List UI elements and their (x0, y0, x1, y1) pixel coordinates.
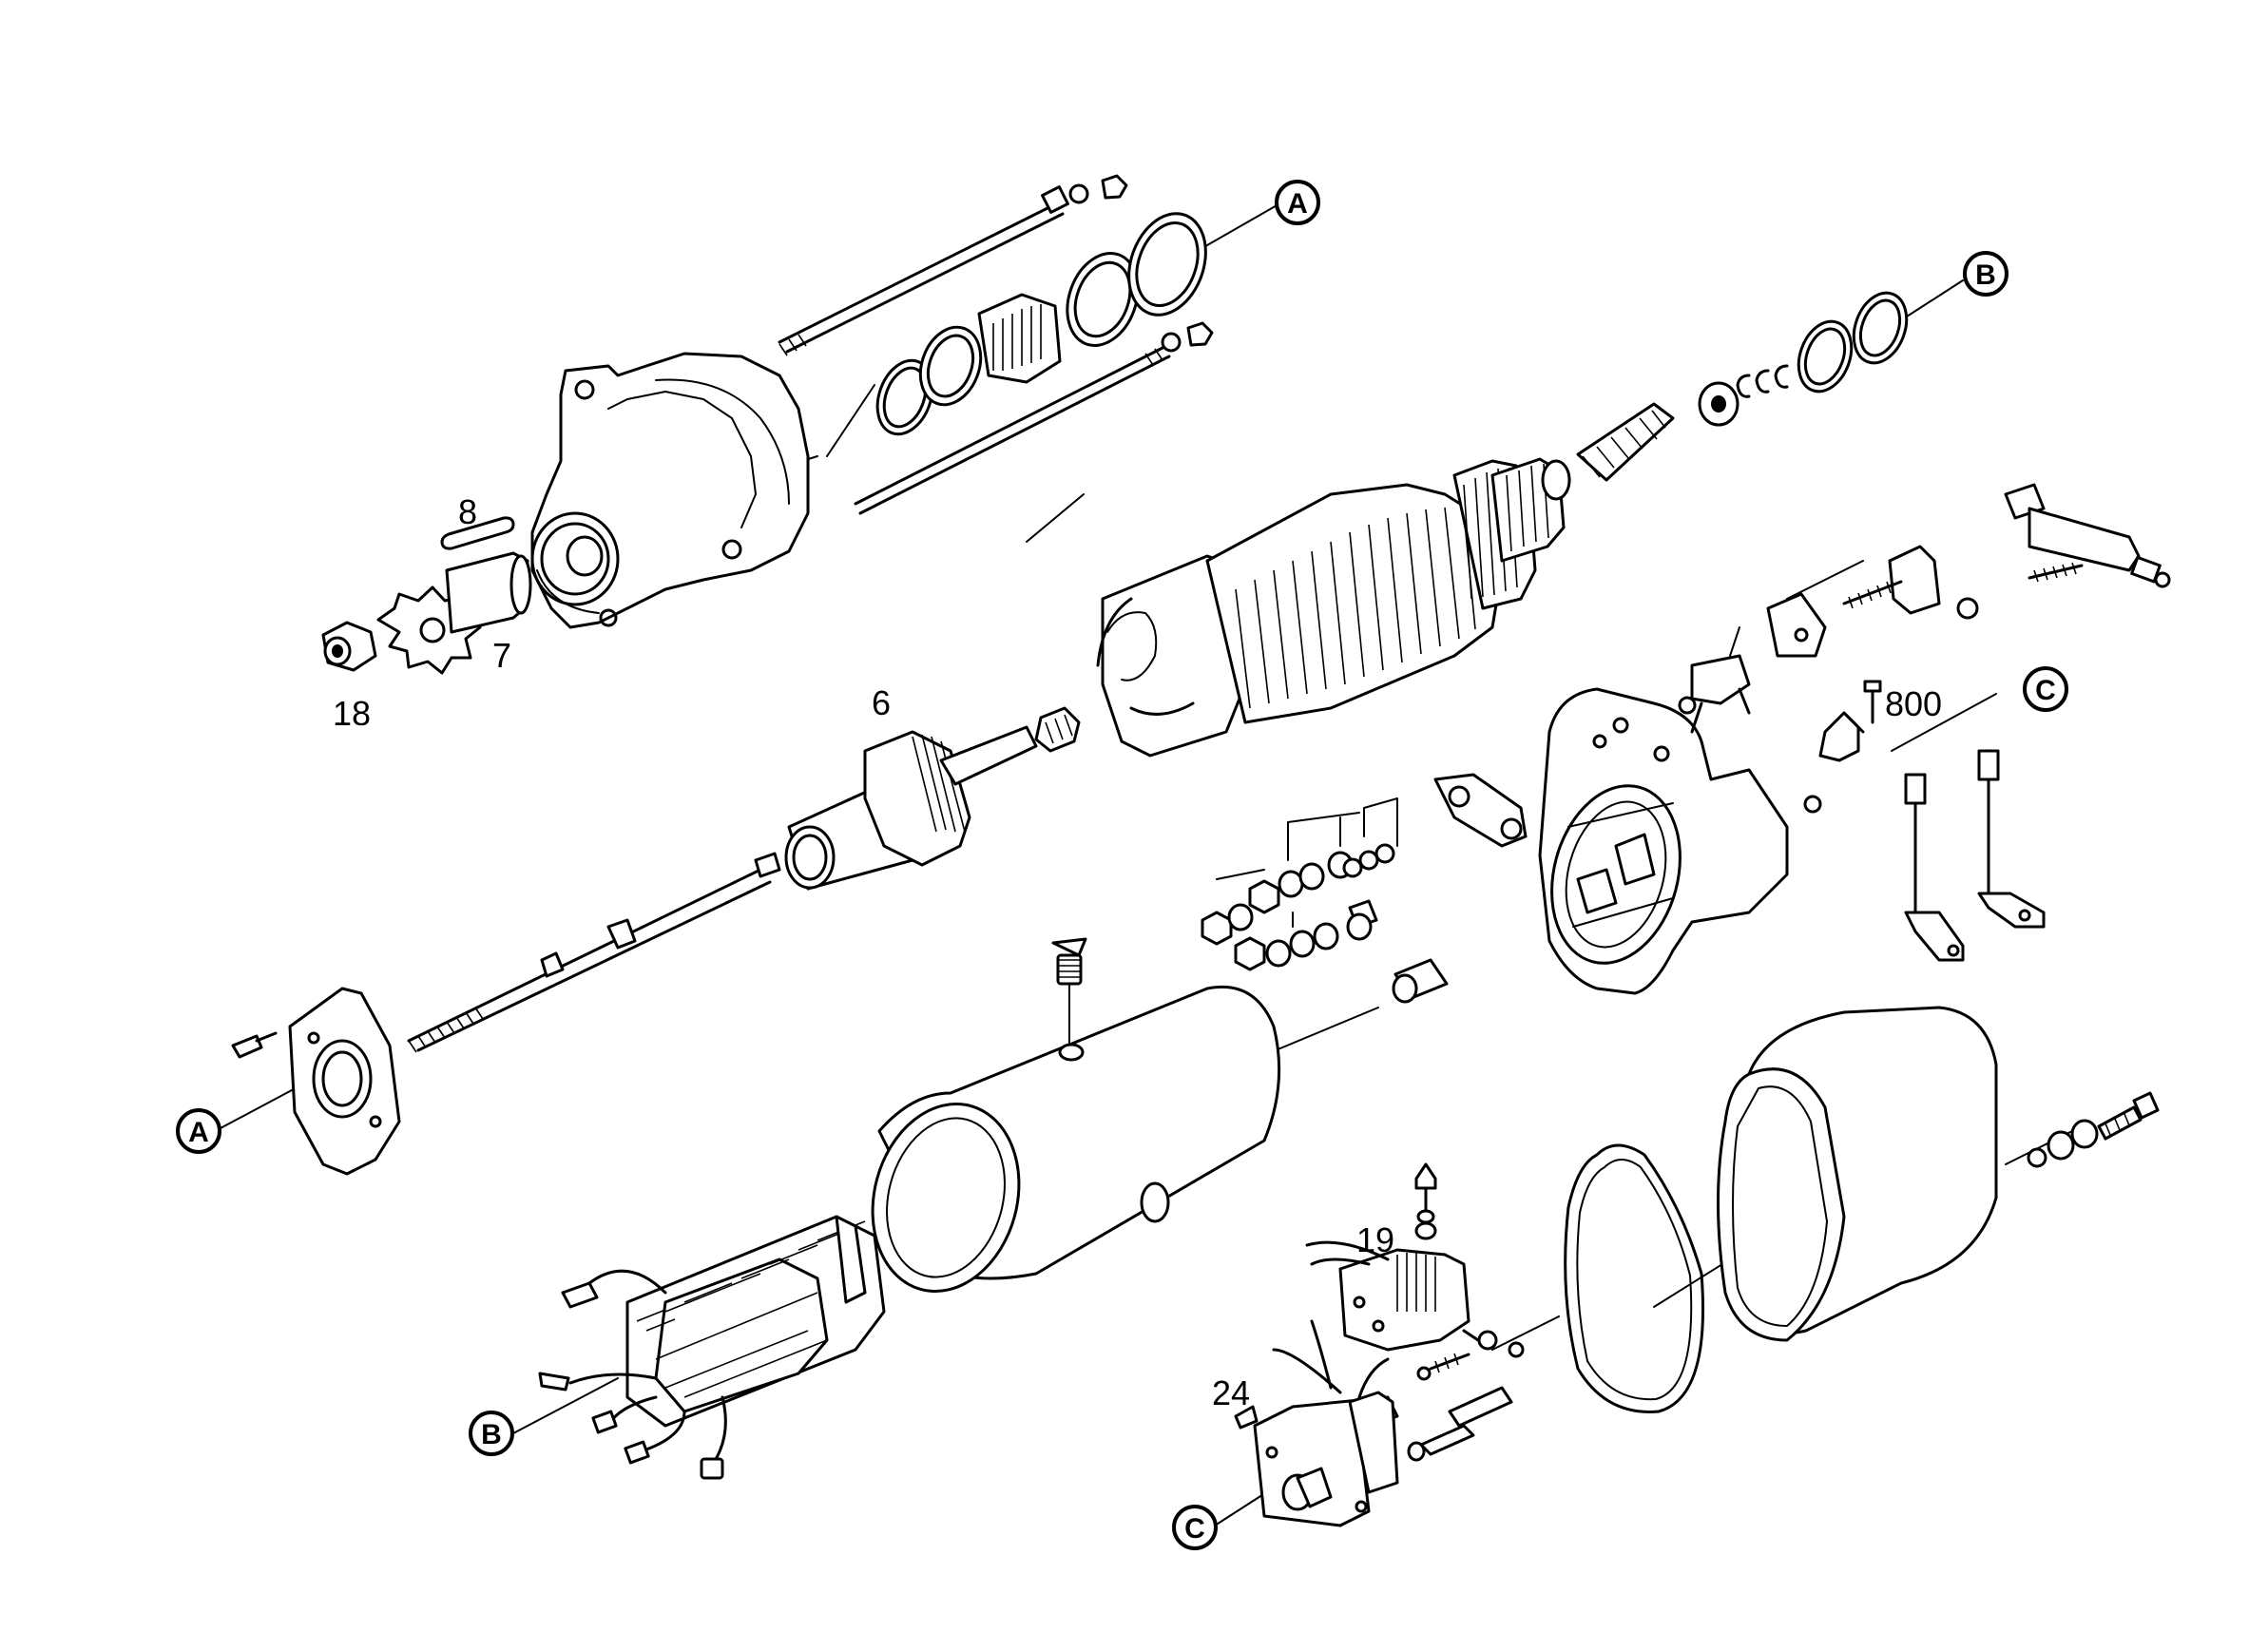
intermediate-bearing-plate (231, 987, 401, 1176)
through-bolts (778, 174, 1214, 515)
nuts-and-washers (1201, 773, 1528, 971)
commutator-end-frame (1538, 687, 1789, 995)
part-number-18: 18 (333, 694, 371, 733)
drive-assembly (784, 706, 1081, 891)
part-number-8: 8 (458, 492, 477, 531)
key-pin (440, 516, 515, 550)
reference-marker-a-bottom: A (176, 1108, 221, 1154)
armature (1096, 457, 1566, 758)
part-number-24: 24 (1212, 1373, 1250, 1412)
part-number-6: 6 (872, 683, 891, 722)
brush-lead-cables (1904, 749, 2046, 962)
field-frame-yoke (871, 937, 1281, 1294)
terminal-stud-assembly (1766, 483, 2171, 658)
armature-spring (1541, 291, 1909, 501)
cover-gasket (1564, 1143, 1705, 1413)
pinion-gear (376, 551, 532, 675)
reference-marker-c-top: C (2023, 666, 2068, 712)
reference-marker-a-top: A (1275, 180, 1320, 225)
reference-marker-c-bottom-label: C (1184, 1513, 1205, 1545)
bushing (1392, 958, 1449, 1004)
reference-marker-a-bottom-label: A (188, 1117, 209, 1148)
armature-shaft (407, 852, 781, 1053)
solenoid-relay (1305, 1162, 1525, 1381)
reference-marker-b-top-label: B (1975, 259, 1996, 291)
reference-marker-b-bottom-label: B (481, 1419, 502, 1450)
relay-bracket (1234, 1319, 1399, 1527)
cover-screws (2027, 1091, 2160, 1168)
reference-marker-a-top-label: A (1287, 188, 1308, 220)
reference-marker-b-top: B (1963, 251, 2009, 297)
part-number-800: 800 (1885, 684, 1942, 723)
drive-housing (530, 352, 810, 629)
bearing-rings-top (875, 212, 1207, 436)
reference-marker-b-bottom: B (469, 1411, 514, 1456)
part-number-7: 7 (492, 636, 511, 675)
part-number-19: 19 (1356, 1220, 1394, 1259)
field-coils (538, 1215, 886, 1480)
reference-marker-c-bottom: C (1172, 1505, 1218, 1550)
brushes (1407, 1386, 1513, 1462)
reference-marker-c-top-label: C (2035, 675, 2056, 706)
end-cover (1717, 1006, 1998, 1342)
pinion-nut (321, 621, 377, 672)
brush-holder-parts (1678, 654, 1882, 814)
